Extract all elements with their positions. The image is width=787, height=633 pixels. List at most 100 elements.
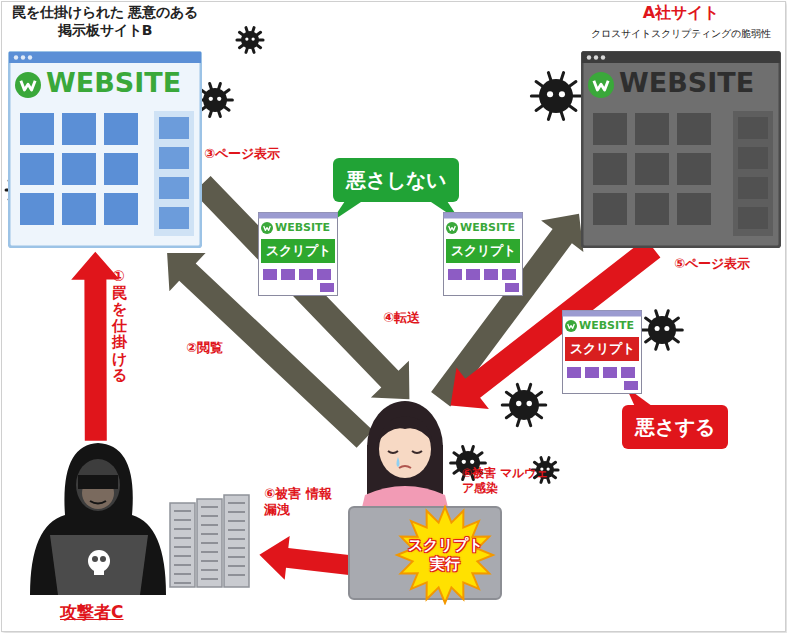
illustration-part [377,417,433,443]
card-logo-text: WEBSITE [460,222,515,233]
illustration-part [320,283,334,292]
callout-text: 悪さしない [346,166,446,194]
illustration-part [203,88,227,112]
illustration-part [505,283,519,292]
virus-icon [531,73,580,120]
illustration-part [466,269,480,280]
illustration-part [449,226,456,230]
illustration-part [677,113,711,145]
website-logo-text: WEBSITE [46,69,181,96]
illustration-part [104,113,138,145]
step-label: ③ページ表示 [204,146,280,162]
illustration-part [593,193,627,225]
illustration-part [252,37,255,40]
illustration-part [601,55,605,59]
step-label: ④転送 [383,310,420,326]
illustration-part [264,226,271,230]
illustration-part [9,52,201,247]
illustration-part [21,55,25,59]
illustration-part [174,537,191,539]
illustration-part [559,91,565,97]
illustration-part [621,367,635,378]
illustration-part [527,401,532,406]
callout-text: 悪さする [635,413,715,441]
illustration-part [317,269,331,280]
illustration-part [547,91,553,97]
illustration-part [28,55,32,59]
illustration-part [594,81,608,90]
illustration-part [594,55,598,59]
step-label: ②閲覧 [186,340,223,356]
note-label: ⑥被害 マルウェア感染 [462,466,558,496]
website: A社サイトクロスサイトスクリプティングの脆弱性 WEBSITE [581,3,781,248]
flow-arrow [259,536,351,580]
illustration-part [201,551,218,553]
illustration-part [738,117,768,139]
card-script-text: スクリプト [261,239,335,263]
illustration-part [201,533,218,535]
illustration-part [201,515,218,517]
site-heading: 罠を仕掛けられた 悪意のある掲示板サイトB [8,3,202,39]
illustration-part [585,367,599,378]
illustration-part [90,501,106,504]
illustration-part [201,542,218,544]
illustration-part [217,97,221,101]
card-script-text: スクリプト [446,239,520,263]
illustration-part [444,213,523,296]
illustration-part [228,520,245,522]
illustration-part [738,177,768,199]
illustration-part [224,495,249,587]
illustration-part [174,510,191,512]
illustration-part [20,193,54,225]
speech-callout: 悪さする [622,405,728,449]
illustration-part [502,269,516,280]
illustration-part [201,524,218,526]
illustration-part [470,460,474,464]
illustration-part [20,113,54,145]
attacker: 攻撃者C [20,435,257,628]
illustration-part [14,55,18,59]
illustration-part [446,222,458,234]
illustration-part [159,117,189,139]
illustration-part [446,239,520,263]
illustration-part [201,569,218,571]
illustration-part [565,320,577,332]
step-label: ⑤ページ表示 [674,256,750,272]
illustration-part [228,547,245,549]
illustration-part [20,153,54,185]
card-logo-text: WEBSITE [579,320,634,331]
illustration-part [209,97,213,101]
illustration-part [78,475,118,489]
site-heading: A社サイト [581,3,781,24]
illustration-part [582,52,780,63]
illustration-part [261,222,273,234]
illustration-part [174,582,191,584]
illustration-part [677,193,711,225]
illustration-part [444,213,523,219]
illustration-part [228,556,245,558]
illustration-part [228,529,245,531]
illustration-part [201,506,218,508]
flow-arrow [193,176,409,399]
illustration-part [664,326,669,331]
illustration-part [104,153,138,185]
card-logo-text: WEBSITE [275,222,330,233]
illustration-part [241,31,259,49]
browser-window: WEBSITE [581,51,781,248]
illustration-part [259,213,338,296]
illustration-part [677,153,711,185]
illustration-part [201,578,218,580]
illustration-part [170,503,195,587]
illustration-part [159,147,189,169]
illustration-part [738,147,768,169]
site-subheading: クロスサイトスクリプティングの脆弱性 [581,28,781,40]
illustration-part [88,550,110,572]
page-card: WEBSITE スクリプト [258,212,338,296]
illustration-part [159,207,189,229]
illustration-part [263,269,277,280]
illustration-part [516,401,521,406]
illustration-part [588,72,614,98]
card-script-text: スクリプト [565,337,639,361]
page-card: WEBSITE スクリプト [562,310,642,394]
browser-window: WEBSITE [8,51,202,248]
